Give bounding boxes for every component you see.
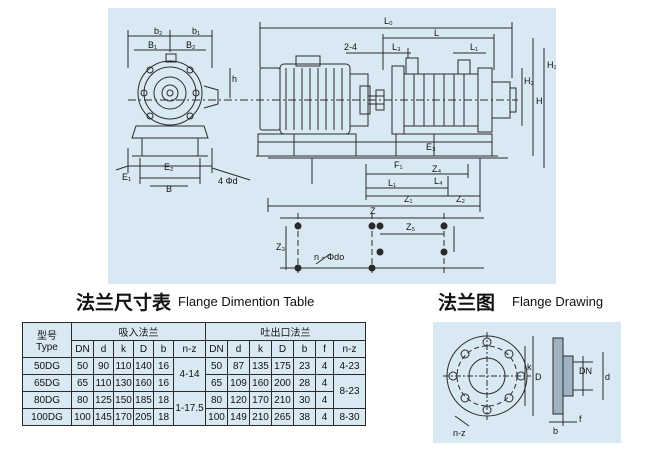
col-D: D xyxy=(133,340,154,358)
dim-B1: B₁ xyxy=(148,40,157,50)
dim-Z: Z xyxy=(370,206,376,216)
dim-Z3: Z₃ xyxy=(276,242,285,252)
drawing-title-en: Flange Drawing xyxy=(512,294,604,309)
dim-Z1: Z₁ xyxy=(404,194,413,204)
col-DN: DN xyxy=(71,340,94,358)
flange-drawing: n-z D k DN d b f xyxy=(433,322,621,443)
flange-D: D xyxy=(535,372,542,382)
dim-2-4: 2-4 xyxy=(344,42,357,52)
col-b: b xyxy=(293,340,316,358)
dim-E3: E₃ xyxy=(426,142,436,152)
dim-L: L xyxy=(434,28,439,38)
dim-H1: H₁ xyxy=(547,60,556,70)
flange-DN: DN xyxy=(579,366,592,376)
dim-Z2: Z₂ xyxy=(456,194,465,204)
dim-L0: L₀ xyxy=(384,16,393,26)
dim-L4: L₄ xyxy=(434,176,443,186)
dim-F1: F₁ xyxy=(394,160,403,170)
flange-f: f xyxy=(579,414,582,424)
dim-L1-top: L₁ xyxy=(470,42,478,52)
dim-H2: H₂ xyxy=(524,76,534,86)
col-d: d xyxy=(93,340,114,358)
dim-h: h xyxy=(232,74,237,84)
col-f: f xyxy=(315,340,334,358)
col-k: k xyxy=(113,340,134,358)
col-k: k xyxy=(249,340,272,358)
col-n-z: n-z xyxy=(333,340,366,358)
col-D: D xyxy=(271,340,294,358)
table-title-en: Flange Dimention Table xyxy=(178,294,315,309)
col-n-z: n-z xyxy=(173,340,206,358)
col-DN: DN xyxy=(205,340,228,358)
dim-E1: E₁ xyxy=(122,172,131,182)
type-header: 型号 Type xyxy=(22,322,72,358)
suction-flange-header: 吸入法兰 xyxy=(71,322,206,341)
dim-Z4: Z₄ xyxy=(432,164,441,174)
pump-drawing: b₂ b₁ B₁ B₂ h L₀ L 2-4 L₃ L₁ H H₁ H₂ E₁ … xyxy=(108,8,556,284)
drawing-title-cn: 法兰图 xyxy=(438,292,496,314)
dim-B2: B₂ xyxy=(186,40,196,50)
dim-Z5: Z₅ xyxy=(406,222,415,232)
flange-d: d xyxy=(605,372,610,382)
dim-b1: b₁ xyxy=(192,26,200,36)
flange-n-z: n-z xyxy=(453,428,466,438)
flange-dimension-table: 型号 Type 吸入法兰 吐出口法兰 DN d k D b n-z DN d k… xyxy=(22,322,366,426)
dim-L3: L₃ xyxy=(392,42,401,52)
dim-n-phido: n - Φdo xyxy=(314,252,344,262)
col-d: d xyxy=(227,340,250,358)
dim-L1-bottom: L₁ xyxy=(388,178,396,188)
dim-4-phid: 4 Φd xyxy=(218,176,238,186)
dim-E2: E₂ xyxy=(164,162,174,172)
discharge-flange-header: 吐出口法兰 xyxy=(205,322,366,341)
dim-B: B xyxy=(166,184,172,194)
flange-b: b xyxy=(553,426,558,436)
table-title-cn: 法兰尺寸表 xyxy=(76,292,172,314)
col-b: b xyxy=(153,340,174,358)
dim-H: H xyxy=(536,96,543,106)
flange-k: k xyxy=(527,362,532,372)
dim-b2: b₂ xyxy=(154,26,163,36)
